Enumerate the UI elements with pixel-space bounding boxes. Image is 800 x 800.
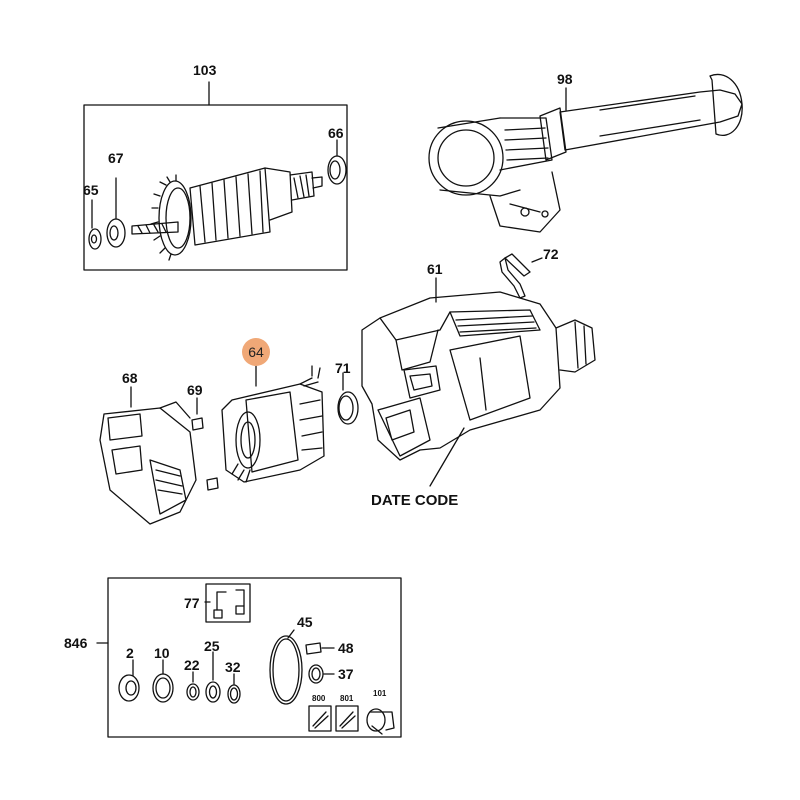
callout-2: 2 [126,645,134,661]
callout-37: 37 [338,666,354,682]
oring-37-icon [308,664,335,684]
callout-45: 45 [297,614,313,630]
pin-48-icon [305,642,335,655]
callout-71: 71 [335,360,351,376]
clip-icon [499,253,543,299]
baffle-icon [99,386,197,525]
highlight-marker [242,338,270,366]
callout-77: 77 [184,595,200,611]
armature-icon [88,139,347,261]
field-stator-icon [221,362,325,483]
callout-101: 101 [373,689,387,698]
date-code-label: DATE CODE [371,492,459,509]
callout-69: 69 [187,382,203,398]
callout-64-highlighted: 64 [248,344,264,360]
callout-65: 65 [83,182,99,198]
motor-housing-icon [361,277,596,487]
callout-68: 68 [122,370,138,386]
oring-45-icon [269,629,303,705]
callout-22: 22 [184,657,200,673]
callout-98: 98 [557,71,573,87]
callout-67: 67 [108,150,124,166]
callout-32: 32 [225,659,241,675]
callout-72: 72 [543,246,559,262]
brush-kit-icon [204,583,251,623]
callout-800: 800 [312,694,326,703]
armature-box [83,81,348,271]
callout-61: 61 [427,261,443,277]
pin-icon [191,397,219,491]
callout-846: 846 [64,635,88,651]
callout-48: 48 [338,640,354,656]
callout-66: 66 [328,125,344,141]
kit-small-parts-icons [118,651,241,704]
label-plates-icons [308,705,395,735]
kit-box [96,577,402,738]
callout-103: 103 [193,62,217,78]
ring-icon [337,372,359,425]
side-handle-icon [428,73,743,233]
callout-25: 25 [204,638,220,654]
callout-801: 801 [340,694,354,703]
callout-10: 10 [154,645,170,661]
